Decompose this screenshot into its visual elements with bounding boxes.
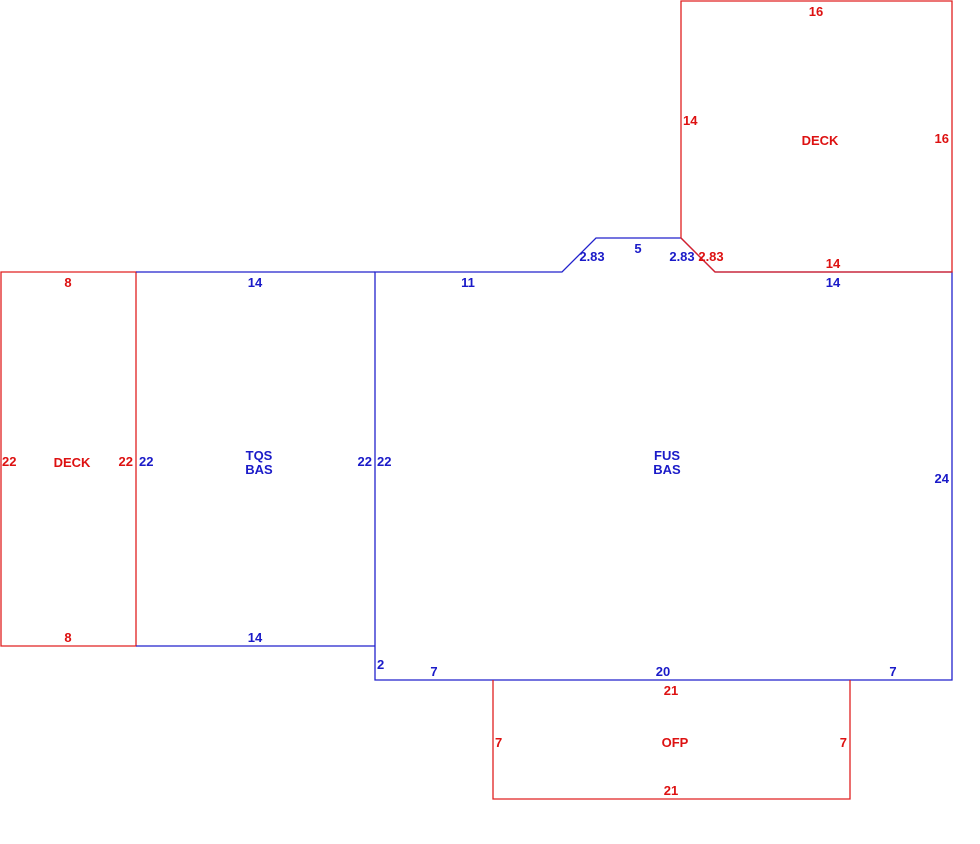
deck-left-label: DECK bbox=[54, 455, 91, 470]
ofp-right-dimension: 7 bbox=[840, 735, 847, 750]
fus-label-line2: BAS bbox=[653, 462, 681, 477]
fus-area: 11 2.83 5 2.83 14 22 24 2 7 20 7 FUS BAS bbox=[374, 237, 953, 681]
fus-top-left-dimension: 11 bbox=[461, 275, 475, 290]
deck-top-bottom-dimension: 14 bbox=[826, 256, 841, 271]
ofp-left-dimension: 7 bbox=[495, 735, 502, 750]
tqs-top-dimension: 14 bbox=[248, 275, 263, 290]
tqs-outline bbox=[136, 271, 375, 647]
tqs-label-line1: TQS bbox=[246, 448, 273, 463]
deck-left-top-dimension: 8 bbox=[64, 275, 71, 290]
deck-top-outline bbox=[680, 0, 953, 273]
deck-top-area: 16 14 16 14 2.83 DECK bbox=[680, 0, 953, 273]
fus-bottom-left-dimension: 7 bbox=[430, 664, 437, 679]
deck-top-left-dimension: 14 bbox=[683, 113, 698, 128]
deck-top-diagonal-dimension: 2.83 bbox=[698, 249, 723, 264]
fus-bottom-middle-dimension: 20 bbox=[656, 664, 670, 679]
deck-top-label: DECK bbox=[802, 133, 839, 148]
tqs-right-dimension: 22 bbox=[358, 454, 372, 469]
deck-left-right-dimension: 22 bbox=[119, 454, 133, 469]
fus-top-right-dimension: 14 bbox=[826, 275, 841, 290]
ofp-bottom-dimension: 21 bbox=[664, 783, 678, 798]
fus-left-diagonal-dimension: 2.83 bbox=[579, 249, 604, 264]
fus-step-dimension: 2 bbox=[377, 657, 384, 672]
ofp-label: OFP bbox=[662, 735, 689, 750]
ofp-outline bbox=[492, 680, 851, 800]
deck-left-area: 8 8 22 22 DECK bbox=[0, 271, 137, 647]
fus-left-dimension: 22 bbox=[377, 454, 391, 469]
tqs-left-dimension: 22 bbox=[139, 454, 153, 469]
deck-top-right-dimension: 16 bbox=[935, 131, 949, 146]
fus-right-diagonal-dimension: 2.83 bbox=[669, 249, 694, 264]
tqs-bottom-dimension: 14 bbox=[248, 630, 263, 645]
fus-label-line1: FUS bbox=[654, 448, 680, 463]
deck-top-top-dimension: 16 bbox=[809, 4, 823, 19]
ofp-top-dimension: 21 bbox=[664, 683, 678, 698]
tqs-area: 14 14 22 22 TQS BAS bbox=[136, 271, 375, 647]
fus-top-bump-dimension: 5 bbox=[634, 241, 641, 256]
ofp-area: 21 21 7 7 OFP bbox=[492, 680, 851, 800]
deck-left-bottom-dimension: 8 bbox=[64, 630, 71, 645]
fus-bottom-right-dimension: 7 bbox=[889, 664, 896, 679]
fus-right-dimension: 24 bbox=[935, 471, 950, 486]
deck-left-left-dimension: 22 bbox=[2, 454, 16, 469]
tqs-label-line2: BAS bbox=[245, 462, 273, 477]
